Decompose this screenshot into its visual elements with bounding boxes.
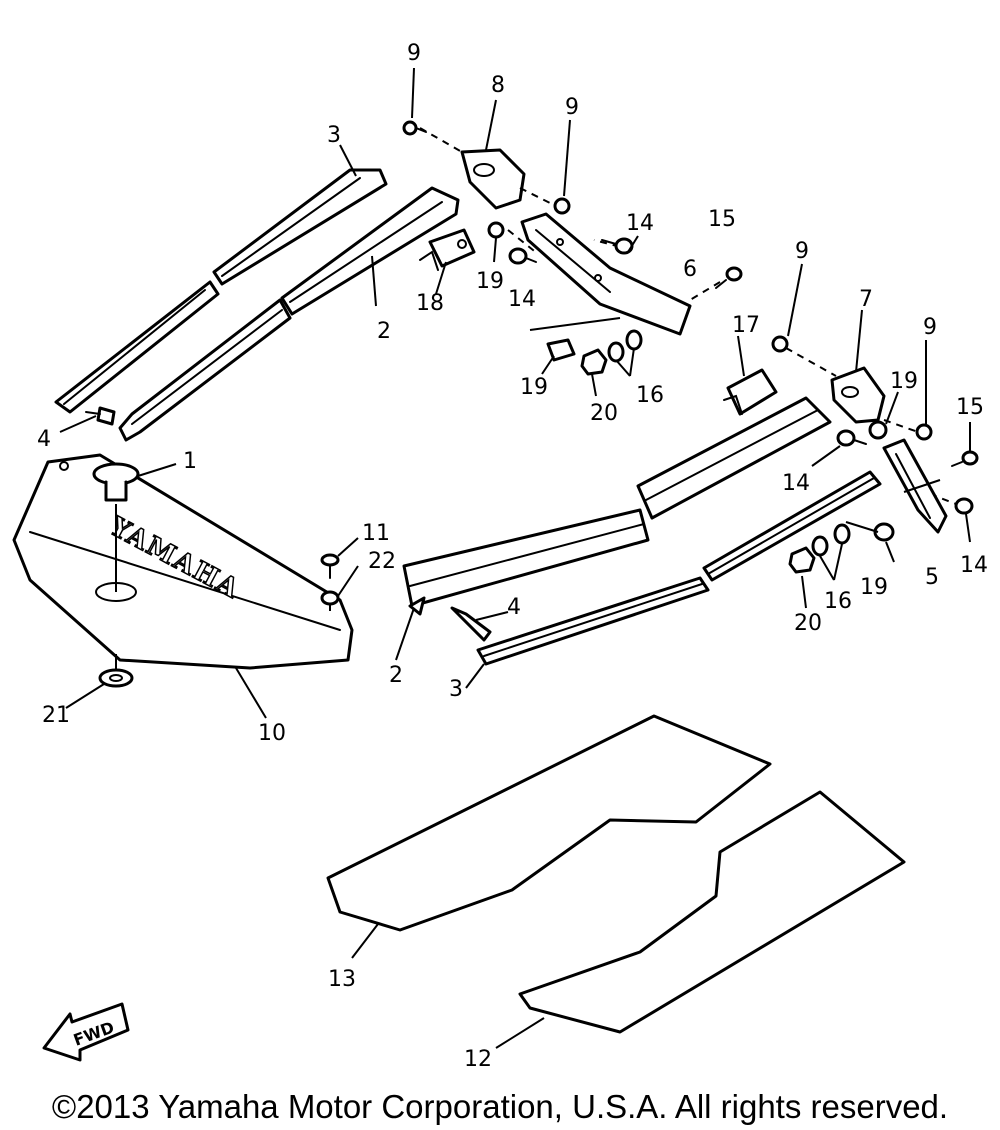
- part-20-nut-a: [580, 348, 608, 376]
- part-15-screw-a: [715, 266, 743, 289]
- callout-8: 8: [491, 73, 505, 98]
- callout-19: 19: [520, 375, 548, 400]
- callout-22: 22: [368, 549, 396, 574]
- callout-14: 14: [626, 211, 654, 236]
- callout-5: 5: [925, 565, 939, 590]
- part-14-bolt-c: [836, 429, 867, 447]
- part-10-front-bumper: YAMAHA: [12, 453, 354, 670]
- part-19-nut-a: [487, 221, 505, 239]
- callout-7: 7: [859, 287, 873, 312]
- callout-14: 14: [782, 471, 810, 496]
- callout-10: 10: [258, 721, 286, 746]
- part-19-nut-b: [546, 338, 576, 362]
- part-8-bracket: [419, 127, 557, 210]
- callout-14: 14: [960, 553, 988, 578]
- copyright-notice: ©2013 Yamaha Motor Corporation, U.S.A. A…: [51, 1088, 949, 1125]
- part-18-clip: [419, 228, 476, 271]
- part-13-mat: [326, 714, 772, 932]
- callout-9: 9: [407, 41, 421, 66]
- part-6-bracket: [507, 212, 721, 336]
- callout-18: 18: [416, 291, 444, 316]
- part-21-grommet: [98, 654, 134, 688]
- part-4-rivet-upper: [85, 406, 116, 426]
- part-14-bolt-a: [601, 237, 634, 255]
- callout-3: 3: [449, 677, 463, 702]
- callout-4: 4: [37, 427, 51, 452]
- callout-4: 4: [507, 595, 521, 620]
- part-3-rail-lower: [476, 470, 882, 666]
- callout-19: 19: [476, 269, 504, 294]
- callout-20: 20: [590, 401, 618, 426]
- part-7-bracket: [830, 366, 886, 424]
- part-16-washer-a: [607, 329, 643, 363]
- part-9-screw-c: [771, 335, 837, 377]
- callout-9: 9: [795, 239, 809, 264]
- fwd-arrow-icon: FWD: [42, 1002, 130, 1062]
- leader-lines: [59, 67, 971, 1049]
- callout-1: 1: [183, 449, 197, 474]
- part-12-mat: [518, 790, 906, 1034]
- callout-19: 19: [890, 369, 918, 394]
- part-2-channel-upper: [118, 186, 460, 442]
- part-11-screw: [320, 553, 340, 579]
- part-4-rivet-lower: [450, 606, 492, 642]
- callout-15: 15: [708, 207, 736, 232]
- callout-12: 12: [464, 1047, 492, 1072]
- callout-3: 3: [327, 123, 341, 148]
- callout-17: 17: [732, 313, 760, 338]
- callouts: 9 8 9 3 14 15 9 6 19 14 18 2 7 9 17 19 2…: [37, 41, 988, 1072]
- callout-16: 16: [824, 589, 852, 614]
- part-9-screw-d: [883, 419, 933, 441]
- callout-21: 21: [42, 703, 70, 728]
- part-20-nut-b: [788, 546, 816, 574]
- part-19-nut-c: [868, 420, 888, 440]
- part-9-screw-a: [402, 120, 427, 136]
- part-22-washer: [320, 590, 340, 616]
- callout-6: 6: [683, 257, 697, 282]
- part-14-bolt-b: [508, 247, 537, 265]
- callout-19: 19: [860, 575, 888, 600]
- part-17-clip: [723, 368, 778, 416]
- callout-15: 15: [956, 395, 984, 420]
- callout-2: 2: [377, 319, 391, 344]
- callout-9: 9: [565, 95, 579, 120]
- callout-2: 2: [389, 663, 403, 688]
- callout-16: 16: [636, 383, 664, 408]
- callout-9: 9: [923, 315, 937, 340]
- callout-20: 20: [794, 611, 822, 636]
- part-2-channel-lower: [402, 396, 832, 616]
- callout-13: 13: [328, 967, 356, 992]
- part-1-cap: [92, 462, 140, 592]
- part-16-washer-b: [811, 523, 851, 557]
- part-9-screw-b: [553, 197, 571, 215]
- callout-14: 14: [508, 287, 536, 312]
- part-15-screw-b: [951, 450, 979, 467]
- parts-diagram: YAMAHA: [12, 41, 988, 1072]
- part-19-nut-d: [845, 521, 895, 542]
- part-3-rail-upper: [54, 168, 388, 414]
- callout-11: 11: [362, 521, 390, 546]
- part-5-bracket: [882, 438, 948, 534]
